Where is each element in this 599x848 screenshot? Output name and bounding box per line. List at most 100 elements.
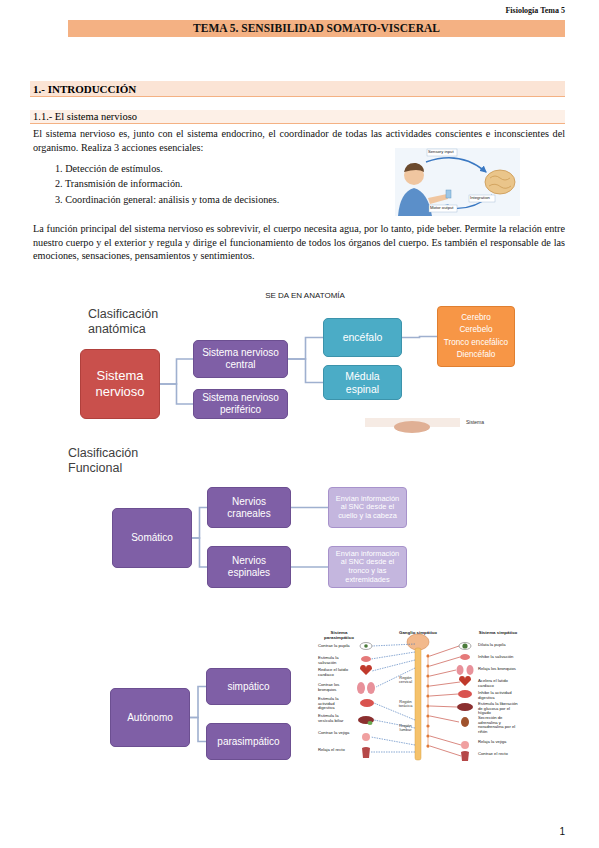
node-text: Envían información al SNC desde el cuell… [333,495,402,521]
person-body [398,188,432,216]
ganglion [426,674,429,677]
branch-box: Sistema nervioso periférico [193,389,288,419]
figure-heading: Sistema parasimpático [318,631,360,641]
eye [360,643,372,650]
node-text: Cerebro [461,312,491,324]
person-arm [428,194,448,204]
list-box: CerebroCerebeloTronco encefálicoDiencéfa… [437,306,515,367]
classification-heading: Clasificación anatómica [88,307,198,337]
description-box: Envían información al SNC desde el tronc… [328,546,407,588]
figure-tag: Sensory input [428,150,458,155]
classification-heading: Clasificación Funcional [68,446,178,476]
organ-effect: Relaja el recto [318,748,352,753]
part-box: encéfalo [323,318,402,357]
kidney [461,717,469,727]
organ-effect: Relaja la vejiga [478,740,520,745]
node-text: Sistema nervioso [87,368,153,399]
tree-connector [192,508,207,539]
paragraph: La función principal del sistema nervios… [33,222,565,263]
organ-effect: Inhibe la actividad digestiva [478,691,520,700]
liver [457,703,473,711]
title-band: TEMA 5. SENSIBILIDAD SOMATO-VISCERAL [68,20,565,37]
node-text: Sistema nervioso periférico [199,392,282,416]
brain [485,170,515,194]
heart [360,665,372,675]
brain-folds [489,176,511,188]
node-text: Sistema nervioso central [199,347,282,371]
node-text: parasimpático [217,736,279,748]
cropped-caption: Sistema [466,419,506,425]
heart [459,676,471,686]
figure-tag: Integration [470,196,496,201]
ganglion [426,654,429,657]
node-text: Somático [131,532,173,544]
list-item: 1. Detección de estímulos. [55,162,385,175]
tree-connector [402,337,437,338]
list-item: 3. Coordinación general: análisis y toma… [55,193,385,206]
node-text: encéfalo [343,331,383,344]
tag-box [427,149,457,156]
ganglion [426,744,429,747]
part-box: Médula espinal [323,365,402,400]
node-text: Diencéfalo [457,349,496,361]
root-box: Somático [112,508,192,568]
pupil [462,643,467,648]
ganglion [426,714,429,717]
branch-box: simpático [206,668,291,705]
ganglion-chain [428,654,429,748]
node-text: Tronco encefálico [444,337,508,349]
section-band: 1.- INTRODUCCIÓN [30,81,565,97]
organ-effect: Estimula la vesícula biliar [318,714,352,723]
ganglion [426,684,429,687]
node-text: Autónomo [127,712,173,724]
tag-box [469,195,495,202]
brain [407,634,429,650]
organ-effect: Inhibe la salivación [478,655,520,660]
pupil [364,644,368,648]
salivary-gland [460,654,470,660]
spine-region: Región lumbar [397,724,414,733]
organ-effect: Reduce el latido cardiaco [318,668,352,677]
diagram-note: SE DA EN ANATOMÍA [240,291,370,300]
organ-effect: Contrae la vejiga [318,731,352,736]
running-header: Fisiología Tema 5 [440,6,565,15]
figure-tag: Motor output [430,206,458,211]
liver [358,716,374,724]
gallbladder [368,721,373,725]
glass [446,190,451,198]
salivary-gland [361,656,371,662]
tree-connector [288,338,323,360]
branch-box: Sistema nervioso central [193,340,288,378]
lung [357,682,365,694]
lung [367,682,375,694]
spinal-cord [415,648,421,760]
ganglion [426,664,429,667]
ganglion [426,694,429,697]
stomach [360,699,374,707]
input-arrow [426,158,486,172]
page-number: 1 [545,826,565,837]
tree-connector [291,507,328,509]
tree-connector [288,359,323,383]
organ-effect: Relaja los bronquios [478,667,520,672]
branch-box: Nervios espinales [207,546,291,588]
organ-effect: Estimula la actividad digestiva [318,697,352,711]
bladder [461,741,469,749]
node-text: Nervios craneales [213,496,285,520]
ganglion [426,704,429,707]
sympathetic-nerves [430,646,461,756]
figure-heading: Sistema simpático [476,631,520,636]
eye [459,643,471,650]
list-item: 2. Transmisión de información. [55,177,385,190]
bladder [362,733,370,741]
cropped-figure [394,421,430,433]
organ-effect: Secreción de adrenalina y noradrenalina … [478,716,520,734]
tree-connector [190,718,206,742]
node-text: 1.1.- El sistema nervioso [33,111,137,122]
stomach [458,690,472,698]
node-text: Médula espinal [329,370,396,395]
paragraph: El sistema nervioso es, junto con el sis… [33,127,565,154]
subsection-band: 1.1.- El sistema nervioso [30,110,565,124]
